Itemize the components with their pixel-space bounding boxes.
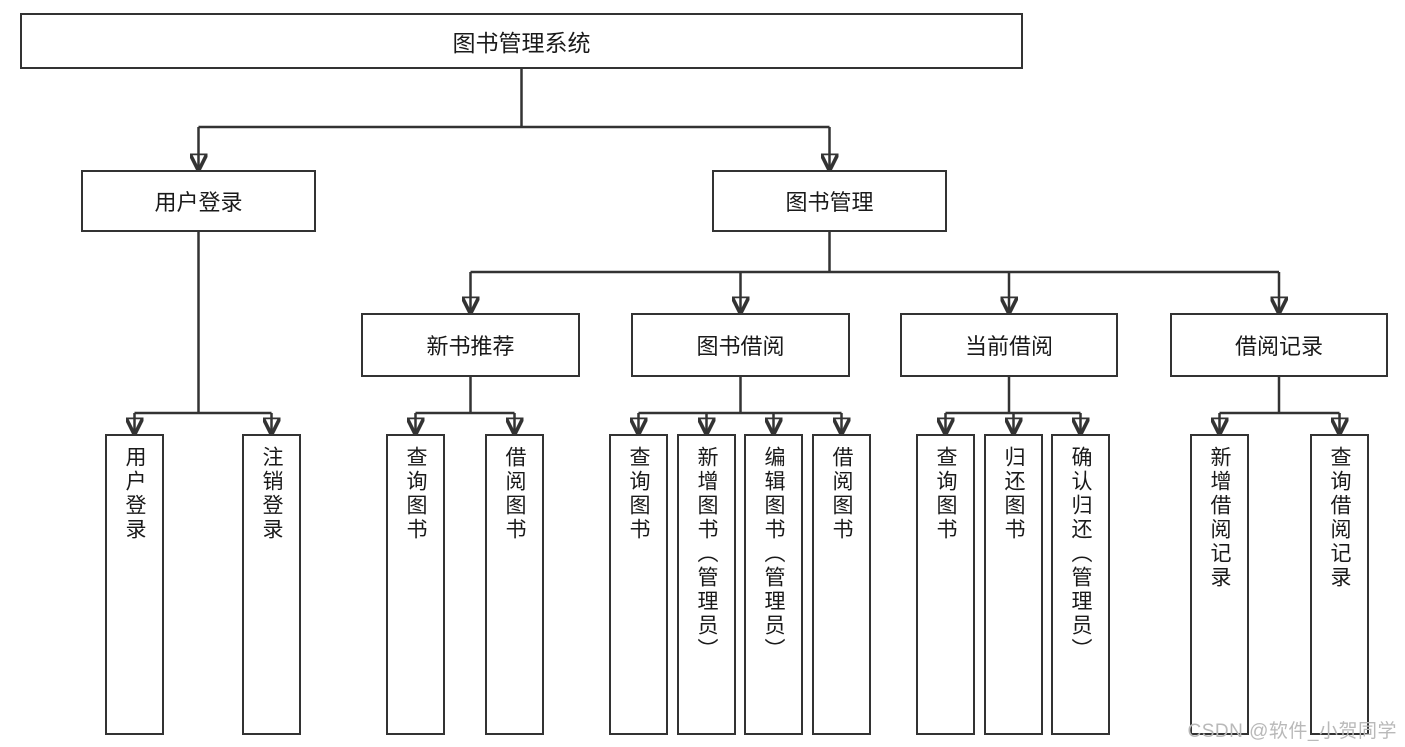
node-label: 借阅图书 — [503, 446, 526, 542]
node-book-manage[interactable]: 图书管理 — [712, 170, 947, 232]
node-label: 用户登录 — [154, 190, 243, 215]
node-label: 图书管理系统 — [452, 30, 591, 56]
csdn-watermark: CSDN @软件_小贺同学 — [1187, 721, 1397, 742]
node-label: 查询图书 — [627, 446, 650, 542]
node-leaf-add-book[interactable]: 新增图书（管理员） — [677, 434, 736, 735]
node-leaf-confirm-return[interactable]: 确认归还（管理员） — [1051, 434, 1110, 735]
node-label: 当前借阅 — [964, 334, 1053, 359]
node-label: 用户登录 — [123, 446, 146, 542]
node-root[interactable]: 图书管理系统 — [20, 13, 1023, 69]
node-leaf-query-book[interactable]: 查询图书 — [609, 434, 668, 735]
node-book-borrow[interactable]: 图书借阅 — [631, 313, 850, 377]
node-label: 新书推荐 — [426, 334, 515, 359]
node-label: 图书管理 — [785, 190, 874, 215]
node-borrow-record[interactable]: 借阅记录 — [1170, 313, 1388, 377]
node-leaf-edit-book[interactable]: 编辑图书（管理员） — [744, 434, 803, 735]
node-label: 新增借阅记录 — [1208, 446, 1231, 590]
node-label: 注销登录 — [260, 446, 283, 542]
node-leaf-query-record[interactable]: 查询借阅记录 — [1310, 434, 1369, 735]
node-leaf-user-login[interactable]: 用户登录 — [105, 434, 164, 735]
node-leaf-borrow-book[interactable]: 借阅图书 — [812, 434, 871, 735]
node-new-book-recommend[interactable]: 新书推荐 — [361, 313, 580, 377]
node-leaf-query-book-new[interactable]: 查询图书 — [386, 434, 445, 735]
node-label: 归还图书 — [1002, 446, 1025, 542]
node-label: 确认归还（管理员） — [1069, 446, 1092, 662]
node-leaf-borrow-book-new[interactable]: 借阅图书 — [485, 434, 544, 735]
node-leaf-add-record[interactable]: 新增借阅记录 — [1190, 434, 1249, 735]
node-leaf-query-book-cur[interactable]: 查询图书 — [916, 434, 975, 735]
node-label: 借阅图书 — [830, 446, 853, 542]
node-leaf-user-logout[interactable]: 注销登录 — [242, 434, 301, 735]
node-label: 编辑图书（管理员） — [762, 446, 785, 662]
node-label: 新增图书（管理员） — [695, 446, 718, 662]
node-user-login[interactable]: 用户登录 — [81, 170, 316, 232]
node-label: 借阅记录 — [1234, 334, 1323, 359]
node-leaf-return-book[interactable]: 归还图书 — [984, 434, 1043, 735]
node-current-borrow[interactable]: 当前借阅 — [900, 313, 1118, 377]
node-label: 查询图书 — [404, 446, 427, 542]
node-label: 查询图书 — [934, 446, 957, 542]
node-label: 查询借阅记录 — [1328, 446, 1351, 590]
node-label: 图书借阅 — [696, 334, 785, 359]
